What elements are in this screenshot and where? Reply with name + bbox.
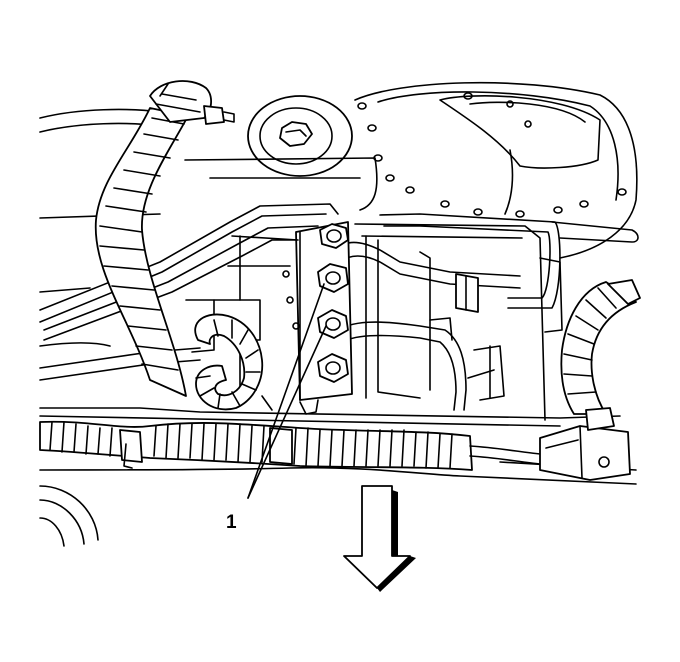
brake-line-fitting bbox=[317, 353, 349, 383]
pulley-arcs bbox=[39, 485, 99, 547]
transmission-case bbox=[184, 157, 563, 421]
corrugated-hose-left bbox=[94, 80, 235, 397]
brake-line-fitting bbox=[319, 223, 349, 249]
brake-line-fitting bbox=[317, 309, 349, 339]
flywheel bbox=[354, 81, 638, 259]
callout-leader-lines bbox=[247, 283, 327, 499]
mounting-bolt bbox=[247, 95, 353, 177]
wiring-coil bbox=[194, 313, 264, 411]
flywheel-bolt-holes bbox=[357, 92, 627, 218]
wiring-harness bbox=[39, 420, 541, 471]
corrugated-hose-right bbox=[560, 279, 641, 415]
down-arrow-icon bbox=[343, 485, 416, 592]
electrical-connector bbox=[539, 407, 631, 481]
brake-line-fitting bbox=[317, 263, 349, 293]
brake-line-fittings bbox=[317, 223, 349, 383]
callout-label: 1 bbox=[226, 512, 237, 533]
